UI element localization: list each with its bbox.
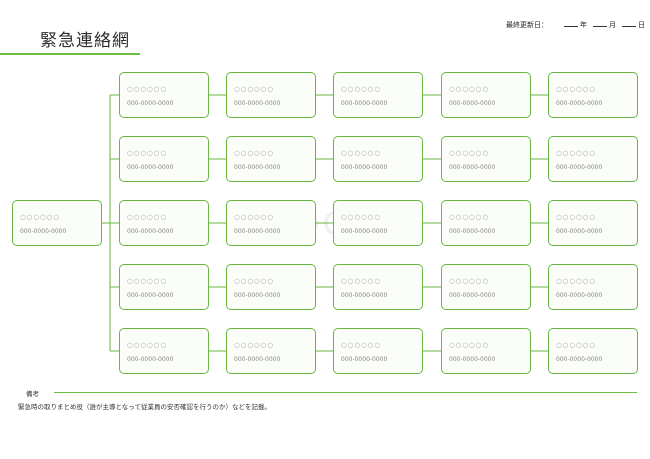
contact-phone: 000-0000-0000 [556,100,603,107]
month-field[interactable] [593,20,607,27]
contact-box[interactable]: ○○○○○○ 000-0000-0000 [333,264,423,310]
contact-box[interactable]: ○○○○○○ 000-0000-0000 [119,136,209,182]
contact-phone: 000-0000-0000 [556,356,603,363]
contact-phone: 000-0000-0000 [449,164,496,171]
contact-name: ○○○○○○ [449,149,490,157]
last-updated-label: 最終更新日： [506,21,548,29]
contact-name: ○○○○○○ [341,213,382,221]
contact-phone: 000-0000-0000 [234,100,281,107]
contact-phone: 000-0000-0000 [449,100,496,107]
contact-box[interactable]: ○○○○○○ 000-0000-0000 [441,328,531,374]
contact-name: ○○○○○○ [449,85,490,93]
contact-phone: 000-0000-0000 [127,292,174,299]
year-unit: 年 [580,21,587,29]
contact-name: ○○○○○○ [234,213,275,221]
contact-box[interactable]: ○○○○○○ 000-0000-0000 [119,328,209,374]
contact-box[interactable]: ○○○○○○ 000-0000-0000 [226,72,316,118]
contact-box[interactable]: ○○○○○○ 000-0000-0000 [441,136,531,182]
contact-phone: 000-0000-0000 [234,228,281,235]
notes-rule [54,392,637,393]
contact-phone: 000-0000-0000 [20,228,67,235]
contact-box[interactable]: ○○○○○○ 000-0000-0000 [333,72,423,118]
day-field[interactable] [622,20,636,27]
contact-box[interactable]: ○○○○○○ 000-0000-0000 [119,200,209,246]
contact-phone: 000-0000-0000 [341,100,388,107]
contact-box[interactable]: ○○○○○○ 000-0000-0000 [548,136,638,182]
contact-name: ○○○○○○ [556,277,597,285]
contact-name: ○○○○○○ [449,213,490,221]
root-contact-box[interactable]: ○○○○○○ 000-0000-0000 [12,200,102,246]
contact-name: ○○○○○○ [234,277,275,285]
month-unit: 月 [609,21,616,29]
contact-box[interactable]: ○○○○○○ 000-0000-0000 [548,264,638,310]
contact-phone: 000-0000-0000 [341,292,388,299]
page-title: 緊急連絡網 [40,31,130,51]
contact-phone: 000-0000-0000 [127,356,174,363]
contact-name: ○○○○○○ [127,149,168,157]
contact-name: ○○○○○○ [234,149,275,157]
day-unit: 日 [638,21,645,29]
contact-phone: 000-0000-0000 [341,164,388,171]
contact-box[interactable]: ○○○○○○ 000-0000-0000 [119,72,209,118]
contact-phone: 000-0000-0000 [127,164,174,171]
contact-phone: 000-0000-0000 [127,100,174,107]
contact-box[interactable]: ○○○○○○ 000-0000-0000 [548,200,638,246]
contact-name: ○○○○○○ [449,277,490,285]
contact-phone: 000-0000-0000 [341,356,388,363]
contact-box[interactable]: ○○○○○○ 000-0000-0000 [333,200,423,246]
contact-name: ○○○○○○ [127,341,168,349]
contact-box[interactable]: ○○○○○○ 000-0000-0000 [226,200,316,246]
contact-phone: 000-0000-0000 [127,228,174,235]
contact-name: ○○○○○○ [234,85,275,93]
contact-name: ○○○○○○ [341,341,382,349]
last-updated: 最終更新日： 年 月 日 [506,20,650,30]
contact-name: ○○○○○○ [127,213,168,221]
contact-box[interactable]: ○○○○○○ 000-0000-0000 [226,328,316,374]
contact-box[interactable]: ○○○○○○ 000-0000-0000 [333,136,423,182]
contact-box[interactable]: ○○○○○○ 000-0000-0000 [226,136,316,182]
contact-phone: 000-0000-0000 [556,164,603,171]
year-field[interactable] [564,20,578,27]
title-underline [0,53,140,55]
contact-box[interactable]: ○○○○○○ 000-0000-0000 [119,264,209,310]
contact-box[interactable]: ○○○○○○ 000-0000-0000 [333,328,423,374]
contact-box[interactable]: ○○○○○○ 000-0000-0000 [226,264,316,310]
contact-phone: 000-0000-0000 [449,292,496,299]
contact-name: ○○○○○○ [556,213,597,221]
contact-box[interactable]: ○○○○○○ 000-0000-0000 [548,72,638,118]
contact-name: ○○○○○○ [234,341,275,349]
contact-name: ○○○○○○ [20,213,61,221]
contact-name: ○○○○○○ [127,277,168,285]
notes-text[interactable]: 緊急時の取りまとめ役（誰が主導となって従業員の安否確認を行うのか）などを記載。 [18,403,271,411]
contact-phone: 000-0000-0000 [341,228,388,235]
contact-name: ○○○○○○ [341,277,382,285]
contact-name: ○○○○○○ [127,85,168,93]
contact-phone: 000-0000-0000 [234,356,281,363]
contact-phone: 000-0000-0000 [449,356,496,363]
contact-name: ○○○○○○ [449,341,490,349]
contact-name: ○○○○○○ [556,149,597,157]
contact-phone: 000-0000-0000 [449,228,496,235]
contact-name: ○○○○○○ [556,85,597,93]
contact-name: ○○○○○○ [341,149,382,157]
contact-name: ○○○○○○ [556,341,597,349]
contact-box[interactable]: ○○○○○○ 000-0000-0000 [441,264,531,310]
contact-phone: 000-0000-0000 [234,164,281,171]
contact-phone: 000-0000-0000 [556,228,603,235]
contact-name: ○○○○○○ [341,85,382,93]
contact-box[interactable]: ○○○○○○ 000-0000-0000 [441,200,531,246]
contact-phone: 000-0000-0000 [556,292,603,299]
contact-box[interactable]: ○○○○○○ 000-0000-0000 [548,328,638,374]
contact-box[interactable]: ○○○○○○ 000-0000-0000 [441,72,531,118]
notes-label: 備考 [26,390,39,398]
contact-phone: 000-0000-0000 [234,292,281,299]
